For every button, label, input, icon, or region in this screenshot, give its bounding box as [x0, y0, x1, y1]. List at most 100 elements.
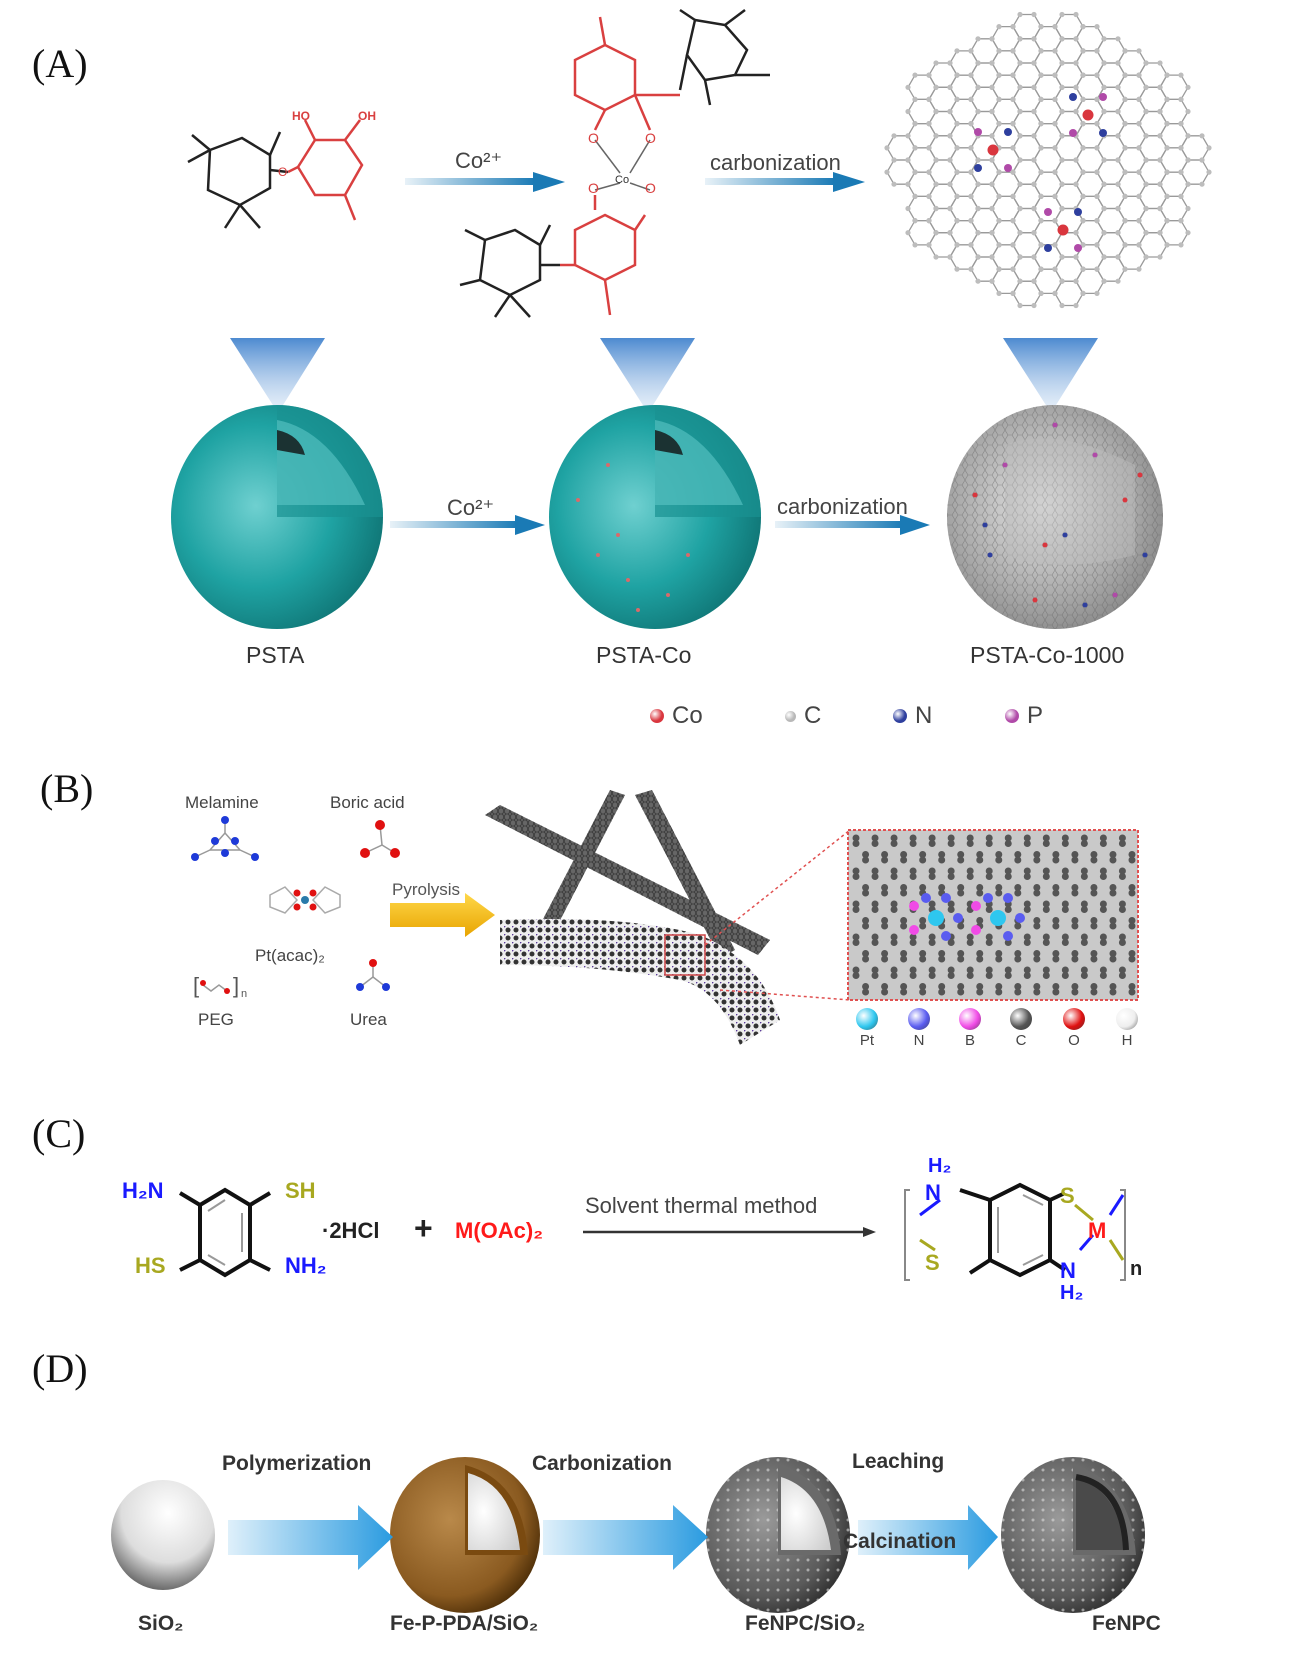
dopant-atom	[974, 128, 982, 136]
legend-symbol: Pt	[859, 1032, 875, 1049]
fe-p-pda-sio2-sphere	[390, 1457, 540, 1613]
n-atom	[921, 893, 931, 903]
reactant-h2n-group: H₂N	[122, 1178, 164, 1203]
polymerization-arrow	[228, 1505, 393, 1570]
psta-sphere	[171, 405, 383, 629]
psta-co-sphere	[549, 405, 761, 629]
legend-item-o: O	[1061, 1008, 1087, 1049]
svg-text:]: ]	[233, 973, 239, 998]
hcl-salt-label: ·2HCl	[322, 1218, 380, 1243]
metal-acetate-label: M(OAc)₂	[455, 1218, 543, 1243]
carbonization-arrow	[543, 1505, 708, 1570]
top-arrow-2-label: carbonization	[710, 150, 841, 175]
b-atom	[909, 925, 919, 935]
atom-dot-icon	[650, 709, 664, 723]
spotlight-cone-2	[600, 338, 695, 413]
svg-text:O: O	[645, 130, 656, 146]
spotlight-cone-1	[230, 338, 325, 413]
svg-text:O: O	[278, 165, 287, 179]
psta-co-1000-sphere	[947, 405, 1163, 629]
stage-fenpc: FeNPC	[1092, 1612, 1161, 1635]
precursor-melamine: Melamine	[185, 793, 259, 812]
co-site-atom	[1082, 109, 1094, 121]
pt-nb-doped-graphene-zoom	[847, 829, 1139, 1001]
precursor-boric-acid: Boric acid	[330, 793, 405, 812]
atom-dot-icon	[893, 709, 907, 723]
co-site-atom	[987, 144, 999, 156]
step-calcination: Calcination	[843, 1530, 957, 1553]
top-arrow-1-label: Co²⁺	[455, 148, 503, 173]
n-atom	[953, 913, 963, 923]
legend-item-co: Co	[650, 702, 703, 730]
fenpc-sphere	[1001, 1457, 1145, 1613]
top-arrow-2	[705, 172, 865, 192]
dopant-atom	[1044, 244, 1052, 252]
atom-ball-icon	[856, 1008, 878, 1030]
n-atom	[941, 893, 951, 903]
spotlight-cone-3	[1003, 338, 1098, 413]
product-bottom-n: N	[1060, 1258, 1076, 1283]
precursor-pt-acac: Pt(acac)₂	[255, 946, 325, 965]
pyrolysis-arrow	[390, 893, 495, 937]
atom-dot-icon	[785, 710, 796, 722]
legend-item-n: N	[893, 702, 932, 730]
dopant-atom	[1074, 208, 1082, 216]
atom-ball-icon	[959, 1008, 981, 1030]
product-right-s: S	[1060, 1183, 1075, 1208]
repeat-unit-n: n	[1130, 1258, 1143, 1280]
reactant-hs-group: HS	[135, 1253, 166, 1278]
dopant-atom	[1099, 129, 1107, 137]
legend-item-pt: Pt	[854, 1008, 880, 1049]
dopant-atom	[1004, 128, 1012, 136]
atom-ball-icon	[1063, 1008, 1085, 1030]
precursor-peg: PEG	[198, 1010, 234, 1029]
reactant-nh2-group: NH₂	[285, 1253, 327, 1278]
ho-label: HO	[292, 109, 310, 123]
b-atom	[909, 901, 919, 911]
bottom-arrow-2	[775, 515, 930, 535]
bottom-arrow-1	[390, 515, 545, 535]
dopant-atom	[1044, 208, 1052, 216]
carbon-nanotube-network	[485, 790, 780, 1045]
precursor-molecules: [] n	[191, 816, 400, 1000]
step-leaching: Leaching	[852, 1450, 945, 1473]
svg-text:O: O	[645, 180, 656, 196]
legend-item-c: C	[785, 702, 821, 730]
top-arrow-1	[405, 172, 565, 192]
product-top-h2: H₂	[928, 1155, 952, 1177]
legend-symbol: N	[915, 702, 933, 729]
co-n-p-doped-graphene-sheet	[884, 11, 1212, 309]
atom-ball-icon	[908, 1008, 930, 1030]
atom-dot-icon	[1005, 709, 1019, 723]
product-top-n: N	[925, 1180, 941, 1205]
oh-label: OH	[358, 109, 376, 123]
legend-item-p: P	[1005, 702, 1043, 730]
pt-atom	[928, 910, 944, 926]
solvent-thermal-label: Solvent thermal method	[585, 1193, 818, 1218]
step-polymerization: Polymerization	[222, 1452, 372, 1475]
pt-atom	[990, 910, 1006, 926]
stage-fenpc-sio2: FeNPC/SiO₂	[745, 1612, 866, 1635]
svg-text:O: O	[588, 130, 599, 146]
dopant-atom	[974, 164, 982, 172]
psta-monomer-structure: O HO OH	[187, 109, 376, 229]
dopant-atom	[1099, 93, 1107, 101]
stage-sio2: SiO₂	[138, 1612, 184, 1635]
dopant-atom	[1069, 93, 1077, 101]
legend-symbol: C	[1015, 1032, 1027, 1049]
product-metal-m: M	[1088, 1218, 1107, 1243]
reactant-benzene-ring	[178, 1187, 272, 1278]
co-site-atom	[1057, 224, 1069, 236]
legend-item-h: H	[1114, 1008, 1140, 1049]
stage-label-psta-co-1000: PSTA-Co-1000	[970, 642, 1125, 668]
panel-b-label: (B)	[40, 766, 94, 811]
stage-fe-p-pda-sio2: Fe-P-PDA/SiO₂	[390, 1612, 539, 1635]
reactant-sh-group: SH	[285, 1178, 316, 1203]
leaching-calcination-arrow	[858, 1505, 998, 1570]
legend-item-c: C	[1008, 1008, 1034, 1049]
n-atom	[983, 893, 993, 903]
stage-label-psta-co: PSTA-Co	[596, 642, 692, 668]
coordination-polymer-product	[904, 1182, 1126, 1281]
legend-symbol: C	[804, 702, 822, 729]
